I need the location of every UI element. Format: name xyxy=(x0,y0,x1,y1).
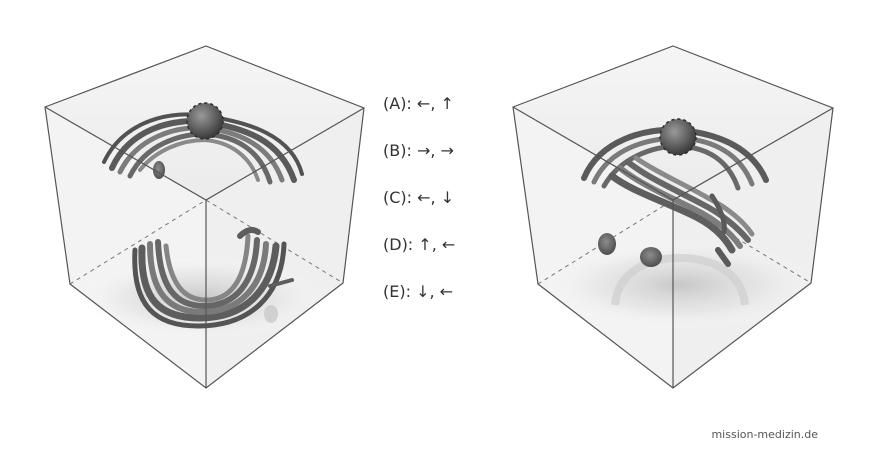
left-cube-hidden-edges xyxy=(69,199,344,285)
right-cube-outline xyxy=(512,45,834,389)
right-cube-hidden-edges xyxy=(537,199,812,285)
right-cube xyxy=(512,45,834,389)
answer-option-a[interactable]: (A): ←, ↑ xyxy=(383,94,454,113)
left-ball-texture xyxy=(186,102,224,140)
left-cube-outline xyxy=(44,45,365,389)
answer-option-c[interactable]: (C): ←, ↓ xyxy=(383,188,455,207)
right-floor-disc-2 xyxy=(640,247,662,267)
right-floor-shadow xyxy=(540,240,820,330)
answer-option-e[interactable]: (E): ↓, ← xyxy=(383,282,454,301)
right-floor-reflection xyxy=(611,253,749,306)
left-spindle-pole-ball xyxy=(187,103,223,139)
answer-options-list: (A): ←, ↑ (B): →, → (C): ←, ↓ (D): ↑, ← … xyxy=(383,92,455,327)
right-floor-disc-1 xyxy=(598,233,616,255)
left-cube xyxy=(44,45,365,389)
right-spindle-pole-ball xyxy=(660,119,696,155)
left-lower-fiber-bundle xyxy=(132,226,294,329)
left-floor-disc xyxy=(264,305,278,323)
answer-option-d[interactable]: (D): ↑, ← xyxy=(383,235,456,254)
answer-option-b[interactable]: (B): →, → xyxy=(383,141,454,160)
right-ball-texture xyxy=(659,118,697,156)
watermark: mission-medizin.de xyxy=(711,428,818,441)
